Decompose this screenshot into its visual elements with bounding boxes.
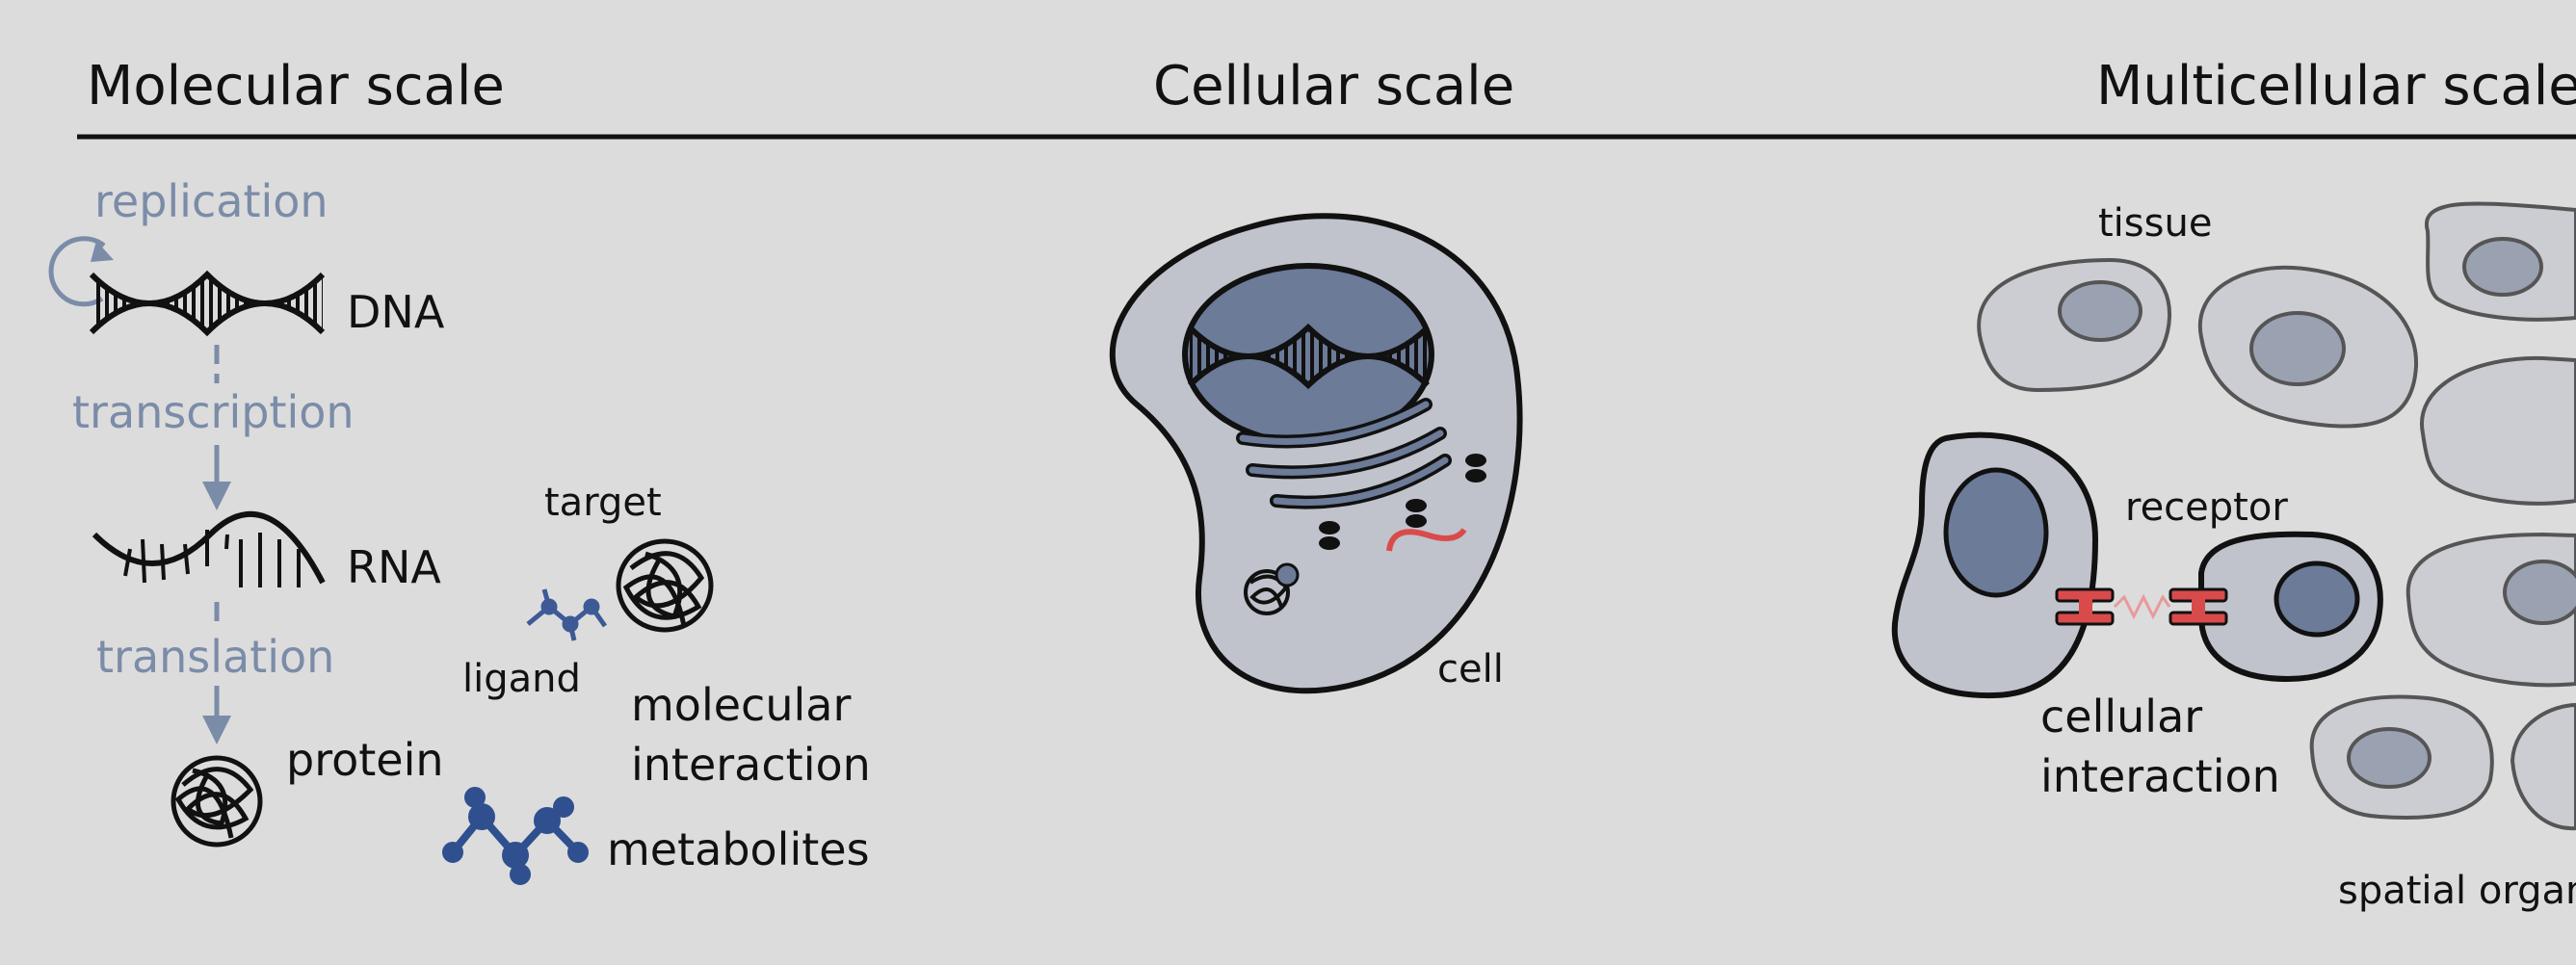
ribosome-icons: [1319, 454, 1486, 550]
target-label: target: [544, 481, 662, 525]
molecular-panel: replication DNA transcription RNA transl…: [48, 175, 871, 885]
large-interacting-cell: [1891, 431, 2099, 699]
spatial-organization-label: spatial organ: [2338, 869, 2576, 913]
protein-label: protein: [286, 734, 444, 786]
tissue-cell: [2424, 201, 2576, 322]
mrna-strand: [1386, 528, 1467, 552]
receptor-left-icon: [2055, 587, 2115, 626]
tissue-cell: [2197, 265, 2419, 429]
replication-label: replication: [94, 175, 329, 227]
ligand-label: ligand: [462, 657, 581, 701]
ligand-molecule-icon: [526, 588, 608, 641]
target-protein-icon: [616, 538, 714, 633]
cell-label: cell: [1437, 647, 1504, 691]
cellular-scale-header: Cellular scale: [1153, 55, 1514, 117]
receptor-right-icon: [2169, 587, 2228, 626]
signal-zigzag: [2113, 593, 2171, 620]
multicellular-scale-header: Multicellular scale: [2096, 55, 2576, 117]
transcription-label: transcription: [72, 386, 355, 438]
cell-protein-icon: [1244, 569, 1290, 615]
molecular-interaction-label-line1: molecular: [631, 679, 851, 731]
molecular-interaction-label-line2: interaction: [631, 739, 871, 791]
protein-icon: [171, 755, 263, 848]
metabolites-icon: [442, 787, 589, 885]
endoplasmic-reticulum: [1236, 398, 1452, 509]
dna-label: DNA: [347, 286, 445, 338]
molecular-scale-header: Molecular scale: [87, 55, 505, 117]
tissue-label: tissue: [2098, 201, 2212, 246]
tissue-cell: [2309, 694, 2494, 821]
cellular-interaction-label-line1: cellular: [2040, 691, 2202, 743]
cellular-interaction-label-line2: interaction: [2040, 750, 2280, 802]
metabolites-label: metabolites: [607, 823, 870, 875]
replication-loop-icon: [48, 236, 106, 307]
cellular-panel: cell: [1109, 213, 1523, 694]
dna-helix-icon: [89, 270, 326, 337]
rna-label: RNA: [347, 541, 441, 593]
tissue-cell: [2510, 702, 2576, 831]
small-interacting-cell: [2198, 531, 2383, 683]
multicellular-panel: tissue: [1891, 201, 2576, 913]
translation-label: translation: [96, 631, 334, 683]
receptor-label: receptor: [2125, 485, 2288, 530]
tissue-cell: [2405, 532, 2576, 688]
cell-ligand-icon: [1275, 562, 1300, 587]
nucleus-dna-helix-icon: [1187, 323, 1431, 390]
rna-strand-icon: [92, 510, 326, 587]
tissue-cell: [2419, 355, 2576, 506]
tissue-cell: [1977, 257, 2171, 393]
replication-arrow-icon: [91, 241, 114, 262]
